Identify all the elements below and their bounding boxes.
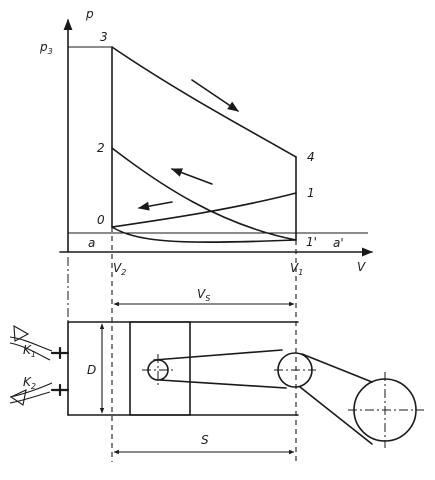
vs-label: VS — [197, 287, 210, 303]
atmospheric-label-a: a — [88, 236, 95, 250]
v2-label: V2 — [113, 261, 126, 277]
point-0-label: 0 — [97, 213, 105, 227]
v-axis-label: V — [357, 260, 366, 274]
piston — [129, 321, 191, 416]
intake-port-upper — [9, 336, 53, 352]
swept-volume-dimension: VS — [113, 287, 295, 307]
intake-label: K1 — [23, 343, 36, 359]
point-4-label: 4 — [307, 150, 315, 164]
exhaust-port-lower — [9, 391, 51, 404]
exhaust-arrow — [137, 201, 173, 211]
p-axis-label: p — [85, 7, 94, 21]
stroke-label: S — [201, 433, 209, 447]
v1-label: V1 — [290, 261, 303, 277]
connecting-rod-top — [153, 349, 283, 361]
connecting-rod-bottom — [159, 379, 287, 389]
point-3-label: 3 — [100, 30, 108, 44]
crank-web-bottom — [299, 386, 373, 445]
point-1-prime-label: 1' — [306, 235, 317, 249]
engine-drawing: D K1 K2 S — [9, 257, 424, 455]
intake-port-lower — [9, 342, 51, 361]
expansion-curve-3-4 — [111, 46, 297, 158]
exhaust-line-1-0 — [111, 192, 297, 228]
expansion-arrow — [191, 79, 239, 112]
pv-plot: p V p3 3 2 4 1 0 1' a a' V2 V1 — [39, 7, 374, 462]
bore-label: D — [87, 363, 96, 377]
crank-web-top — [301, 353, 373, 383]
atmospheric-label-a-prime: a' — [333, 236, 344, 250]
suction-line-0-1p — [111, 226, 297, 243]
compression-curve-1-2 — [111, 147, 297, 241]
exhaust-flow-arrow-icon — [9, 389, 27, 406]
point-1-label: 1 — [307, 186, 315, 200]
p3-label: p3 — [39, 40, 53, 56]
intake-flow-arrow-icon — [13, 325, 30, 342]
compression-arrow — [170, 168, 213, 185]
point-2-label: 2 — [97, 141, 105, 155]
exhaust-label: K2 — [23, 375, 36, 391]
